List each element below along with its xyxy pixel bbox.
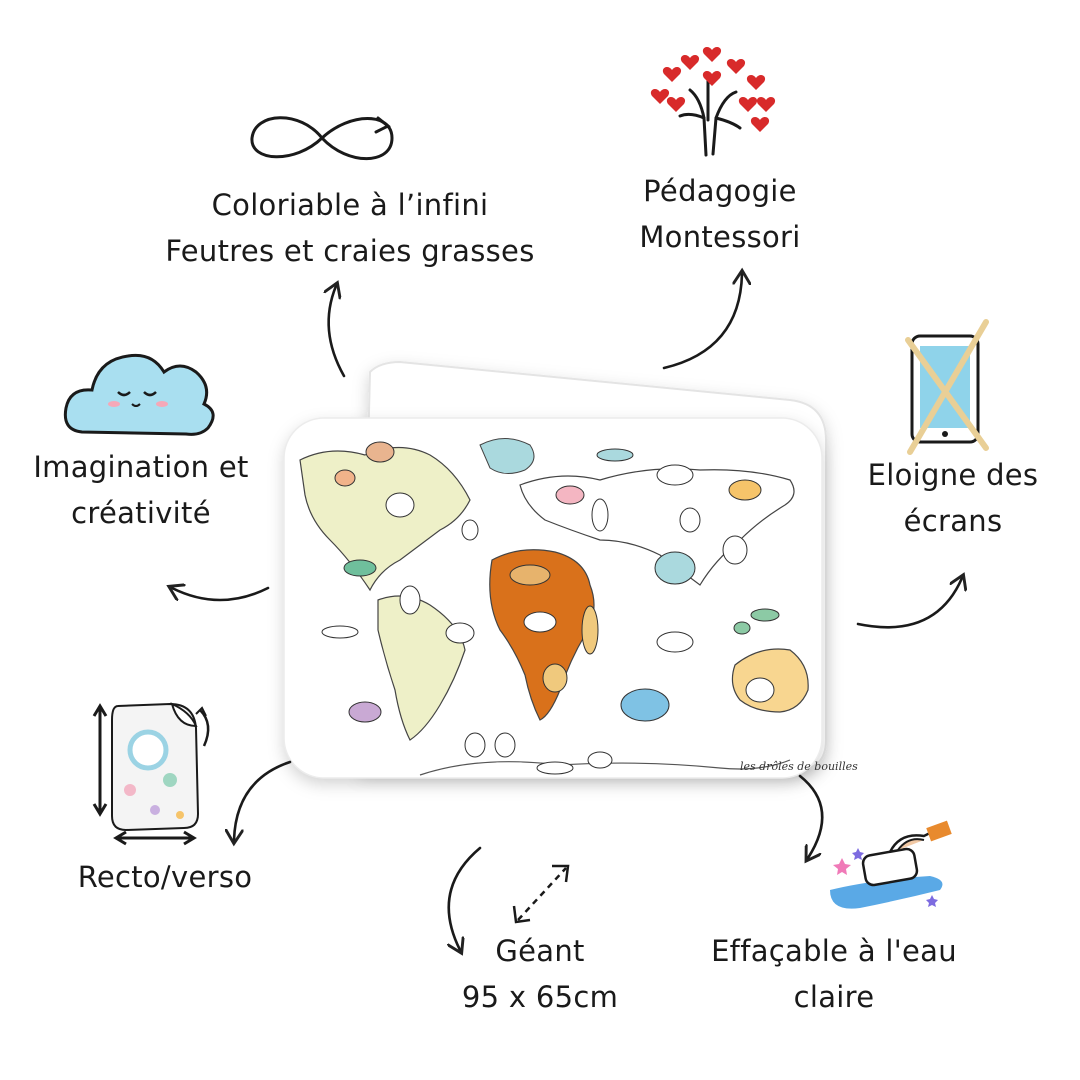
feature-recto-label: Recto/verso (60, 854, 270, 900)
crossed-tablet-icon (905, 319, 989, 455)
feature-imagination-line2: créativité (71, 496, 211, 530)
arrow-erasable (798, 774, 824, 858)
map-signature: les drôles de bouilles (740, 760, 858, 773)
greenland-shape (479, 438, 535, 474)
world-map: les drôles de bouilles (299, 438, 858, 776)
map-animals (321, 441, 780, 775)
sponge-water-icon (830, 820, 952, 909)
feature-infinite-line1: Coloriable à l’infini (211, 188, 489, 222)
south-america-shape (377, 595, 466, 741)
heart-tree-hand-icon (650, 47, 776, 157)
connector-arrows (172, 274, 962, 950)
feature-recto-line1: Recto/verso (77, 860, 253, 894)
arrow-imagination (172, 588, 270, 602)
antarctica-line (419, 759, 791, 776)
arrow-montessori (662, 274, 742, 370)
feature-montessori-label: Pédagogie Montessori (620, 168, 820, 260)
feature-screens-label: Eloigne des écrans (858, 452, 1048, 544)
feature-montessori-line2: Montessori (639, 220, 801, 254)
feature-giant-label: Géant 95 x 65cm (440, 928, 640, 1020)
feature-infinite-line2: Feutres et craies grasses (165, 234, 535, 268)
feature-infinite-label: Coloriable à l’infini Feutres et craies … (160, 182, 540, 274)
feature-montessori-line1: Pédagogie (643, 174, 797, 208)
arrow-giant (449, 846, 482, 950)
feature-imagination-line1: Imagination et (33, 450, 249, 484)
diagonal-resize-icon (512, 864, 570, 924)
arrow-infinite (329, 286, 346, 378)
arrow-screens (856, 578, 962, 629)
feature-giant-line2: 95 x 65cm (461, 980, 619, 1014)
feature-erasable-label: Effaçable à l'eau claire (696, 928, 972, 1020)
eurasia-shape (519, 468, 795, 586)
feature-screens-line1: Eloigne des (867, 458, 1039, 492)
feature-erasable-line1: Effaçable à l'eau (711, 934, 957, 968)
feature-imagination-label: Imagination et créativité (18, 444, 264, 536)
australia-shape (731, 648, 809, 713)
infinity-icon (250, 116, 394, 160)
arrow-recto (234, 760, 292, 840)
feature-screens-line2: écrans (903, 504, 1003, 538)
two-sided-sheet-icon (92, 702, 210, 846)
feature-giant-line1: Géant (495, 934, 585, 968)
feature-erasable-line2: claire (793, 980, 875, 1014)
smiling-cloud-icon (63, 353, 215, 436)
